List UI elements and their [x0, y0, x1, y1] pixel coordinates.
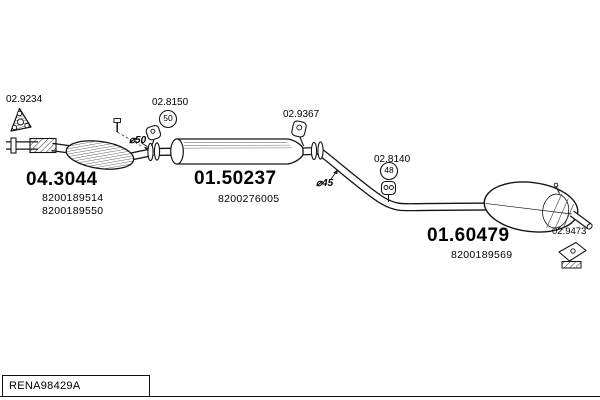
- ref-catalyst-2: 8200189550: [42, 205, 104, 217]
- ref-rear-1: 8200189569: [451, 249, 513, 261]
- mid-flange-1: [147, 142, 161, 162]
- part-number-middle: 01.50237: [194, 168, 277, 189]
- rear-muffler-pin: [553, 182, 560, 194]
- front-gasket-icon: [10, 107, 32, 132]
- part-number-catalyst: 04.3044: [26, 169, 98, 190]
- bottom-rule: [0, 395, 600, 397]
- front-flange: [10, 137, 17, 154]
- rear-muffler: [483, 181, 579, 233]
- rear-bracket-icon: [558, 241, 587, 269]
- hanger-rear-icon: [379, 161, 399, 202]
- label-hanger-front: 02.8150: [152, 97, 189, 108]
- part-number-rear: 01.60479: [427, 225, 510, 246]
- label-hanger-middle: 02.9367: [283, 109, 320, 120]
- middle-muffler: [170, 138, 304, 165]
- dia50-leader: [140, 142, 150, 150]
- hanger-front-icon: [145, 109, 178, 147]
- label-bracket-rear: 02.9473: [552, 226, 587, 237]
- hanger-front-size: 50: [163, 113, 173, 123]
- catalytic-converter: [65, 140, 135, 170]
- label-front-gasket: 02.9234: [6, 94, 43, 105]
- tailpipe: [569, 210, 593, 230]
- title-block: RENA98429A: [2, 375, 150, 397]
- annotation-diameter-middle: ⌀45: [316, 178, 334, 189]
- ref-catalyst-1: 8200189514: [42, 192, 104, 204]
- dia45-leader: [330, 169, 338, 180]
- hanger-rear-size: 48: [384, 165, 394, 175]
- label-hanger-rear: 02.8140: [374, 154, 411, 165]
- drawing-number: RENA98429A: [9, 380, 81, 392]
- flex-pipe-section: [29, 137, 57, 154]
- bolt-icon: [113, 118, 142, 147]
- hanger-middle-icon: [291, 120, 307, 147]
- mid-flange-2: [310, 141, 324, 161]
- annotation-diameter-front: ⌀50: [129, 135, 147, 146]
- ref-middle-1: 8200276005: [218, 193, 280, 205]
